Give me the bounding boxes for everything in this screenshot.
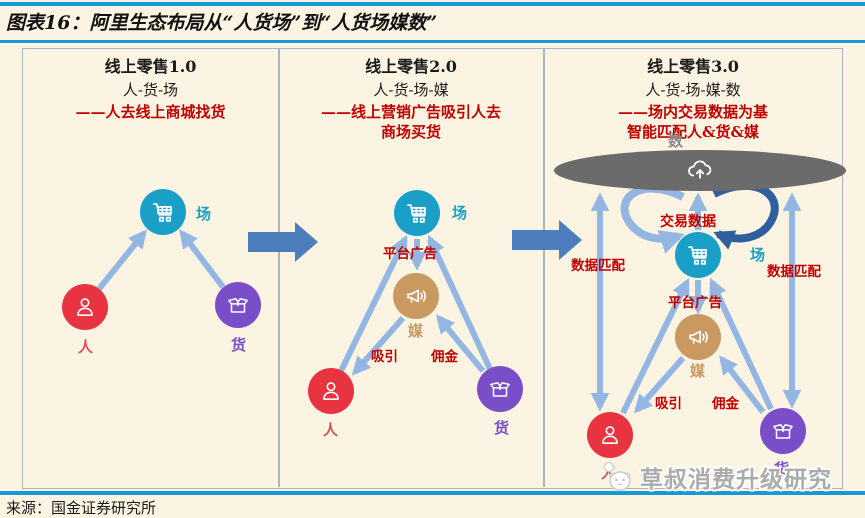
user-icon	[323, 382, 339, 400]
panel2-title: 线上零售2.0	[365, 57, 457, 76]
panel3-header: 线上零售3.0 人-货-场-媒-数 ——场内交易数据为基 智能匹配人&货&媒	[545, 53, 841, 142]
bottom-border-line	[0, 491, 865, 495]
p3-platform-ad-label: 平台广告	[668, 295, 722, 311]
diagram-frame	[22, 48, 843, 489]
p1-person-label: 人	[78, 338, 94, 356]
p3-data-match-left-label: 数据匹配	[571, 258, 625, 274]
open-box-icon	[228, 297, 248, 313]
p3-transaction-data-label: 交易数据	[660, 214, 716, 230]
panel2-description-line1: ——线上营销广告吸引人去	[320, 103, 501, 121]
megaphone-icon	[406, 288, 426, 303]
p3-data-cloud-ellipse	[554, 150, 846, 191]
p2-market-node	[394, 190, 440, 236]
user-icon	[77, 298, 93, 316]
figure-title: 图表16：阿里生态布局从“人货场”到“人货场媒数”	[6, 12, 438, 34]
panda-face-icon	[603, 461, 631, 491]
open-box-icon	[773, 423, 793, 439]
p3-market-label: 场	[750, 246, 766, 264]
panel2-subtitle: 人-货-场-媒	[373, 81, 449, 99]
panel-divider-1	[278, 48, 280, 487]
title-underline	[0, 40, 865, 43]
p2-attract-label: 吸引	[371, 349, 398, 365]
top-border-line	[0, 2, 865, 6]
p1-person-node	[62, 284, 108, 330]
p2-media-label: 媒	[408, 322, 424, 340]
panel1-header: 线上零售1.0 人-货-场 ——人去线上商城找货	[24, 53, 277, 122]
p3-commission-label: 佣金	[712, 396, 739, 412]
panel1-subtitle: 人-货-场	[122, 81, 179, 99]
panel-divider-2	[543, 48, 545, 487]
p3-data-match-right-label: 数据匹配	[767, 264, 821, 280]
cloud-upload-icon	[688, 160, 712, 179]
p3-attract-label: 吸引	[655, 396, 682, 412]
panel3-description-line2: 智能匹配人&货&媒	[626, 123, 760, 141]
open-box-icon	[490, 381, 510, 397]
p1-goods-node	[215, 282, 261, 328]
p2-market-label: 场	[452, 204, 468, 222]
p3-media-label: 媒	[690, 362, 706, 380]
p3-person-node	[587, 412, 633, 458]
source-text: 来源：国金证券研究所	[6, 499, 157, 517]
panel2-description-line2: 商场买货	[380, 123, 441, 141]
p3-data-label: 数	[668, 132, 684, 150]
p3-goods-label: 货	[774, 460, 790, 478]
panel3-subtitle: 人-货-场-媒-数	[645, 81, 741, 99]
panel3-title: 线上零售3.0	[647, 57, 739, 76]
p1-goods-label: 货	[231, 336, 247, 354]
p2-commission-label: 佣金	[431, 349, 458, 365]
watermark-text: 草叔消费升级研究	[640, 466, 832, 493]
p2-person-label: 人	[323, 421, 339, 439]
p1-market-label: 场	[196, 205, 212, 223]
p2-person-node	[308, 368, 354, 414]
panel2-header: 线上零售2.0 人-货-场-媒 ——线上营销广告吸引人去 商场买货	[280, 53, 542, 142]
p2-goods-node	[477, 366, 523, 412]
p3-media-node	[675, 314, 721, 360]
panel1-description: ——人去线上商城找货	[75, 103, 226, 121]
p2-media-node	[393, 273, 439, 319]
p3-goods-node	[760, 408, 806, 454]
panel3-description-line1: ——场内交易数据为基	[617, 103, 768, 121]
shopping-cart-icon	[687, 245, 707, 265]
p3-market-node	[675, 232, 721, 278]
shopping-cart-icon	[406, 203, 426, 223]
user-icon	[602, 426, 618, 444]
panel1-title: 线上零售1.0	[104, 57, 197, 76]
p2-goods-label: 货	[494, 419, 510, 437]
shopping-cart-icon	[152, 202, 172, 222]
p2-platform-ad-label: 平台广告	[383, 246, 437, 262]
p1-market-node	[140, 189, 186, 235]
watermark: 草叔消费升级研究	[598, 458, 832, 494]
megaphone-icon	[688, 329, 708, 344]
